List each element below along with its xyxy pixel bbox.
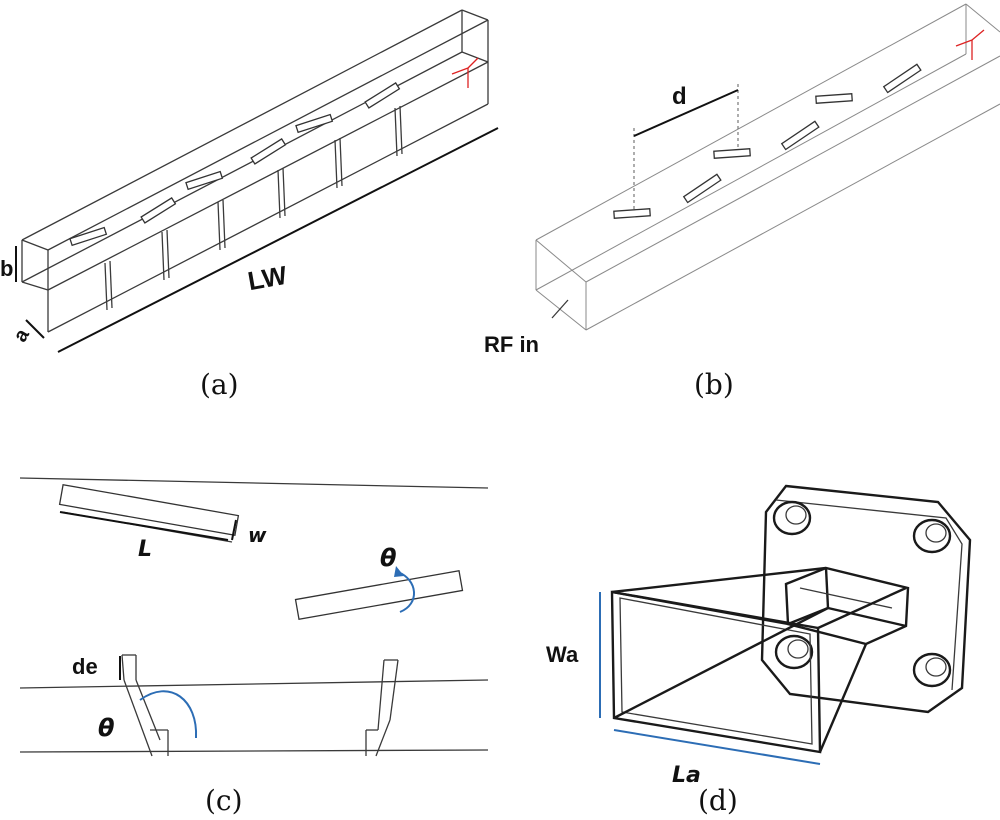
label-rfin: RF in [484, 332, 539, 357]
slot-detail-1 [58, 483, 240, 537]
caption-d: (d) [698, 784, 738, 817]
slot [185, 170, 224, 191]
label-w: w [248, 523, 267, 547]
waveguide-b-body [535, 3, 1000, 331]
posts-a [104, 105, 403, 311]
label-b: b [0, 256, 13, 281]
slot [815, 93, 853, 104]
slot [250, 138, 287, 165]
horn-flange [760, 484, 972, 714]
slot [295, 113, 334, 134]
slot [882, 63, 922, 94]
label-wa: Wa [546, 642, 579, 667]
label-a: a [9, 325, 34, 346]
slot [713, 148, 751, 159]
post-right [365, 659, 399, 757]
panel-d: Wa La (d) [546, 484, 972, 817]
wall-lower-top [19, 679, 489, 689]
slot [682, 173, 722, 204]
label-d: d [672, 83, 687, 110]
caption-b: (b) [694, 368, 734, 401]
dim-L-line [59, 511, 229, 541]
dim-a-line [25, 319, 45, 339]
bolt-top-left [772, 500, 812, 536]
slot [613, 208, 651, 219]
caption-a: (a) [200, 368, 239, 401]
axis-marker-a [451, 57, 479, 88]
theta-arrow-post [139, 690, 198, 739]
bolt-bottom-left [774, 634, 814, 670]
label-theta-slot: θ [380, 544, 397, 572]
bolt-top-right [912, 518, 952, 554]
bolt-bottom-right [912, 652, 952, 688]
panel-a: b a LW (a) [0, 9, 499, 401]
dim-w-line [231, 519, 237, 541]
label-L: L [138, 537, 152, 562]
label-de: de [72, 654, 98, 679]
slot [140, 197, 177, 224]
slot [364, 82, 401, 109]
slot [69, 226, 108, 247]
post-left [121, 654, 169, 757]
theta-arrow-slot [397, 571, 415, 613]
slot-detail-2 [294, 569, 464, 621]
label-la: La [672, 763, 701, 788]
axis-marker-b [955, 29, 985, 60]
flange-bolts [772, 500, 952, 688]
dim-lw-line [57, 127, 499, 353]
dim-la-line [613, 729, 821, 765]
theta-arrow-slot-head [394, 566, 404, 577]
wall-lower-bottom [19, 749, 489, 753]
dim-d-line [633, 89, 739, 137]
caption-c: (c) [205, 784, 243, 817]
slot [780, 120, 820, 151]
slots-a [69, 82, 401, 247]
waveguide-a-body [21, 9, 489, 333]
rfin-leader [551, 299, 569, 319]
panel-c: L w θ de θ (c) [19, 477, 489, 817]
panel-b: d RF in (b) [484, 3, 1000, 401]
label-theta-post: θ [98, 714, 115, 742]
slots-b [613, 63, 922, 219]
horn-aperture [610, 566, 907, 754]
wall-top-edge [19, 477, 489, 489]
label-lw: LW [245, 260, 289, 296]
